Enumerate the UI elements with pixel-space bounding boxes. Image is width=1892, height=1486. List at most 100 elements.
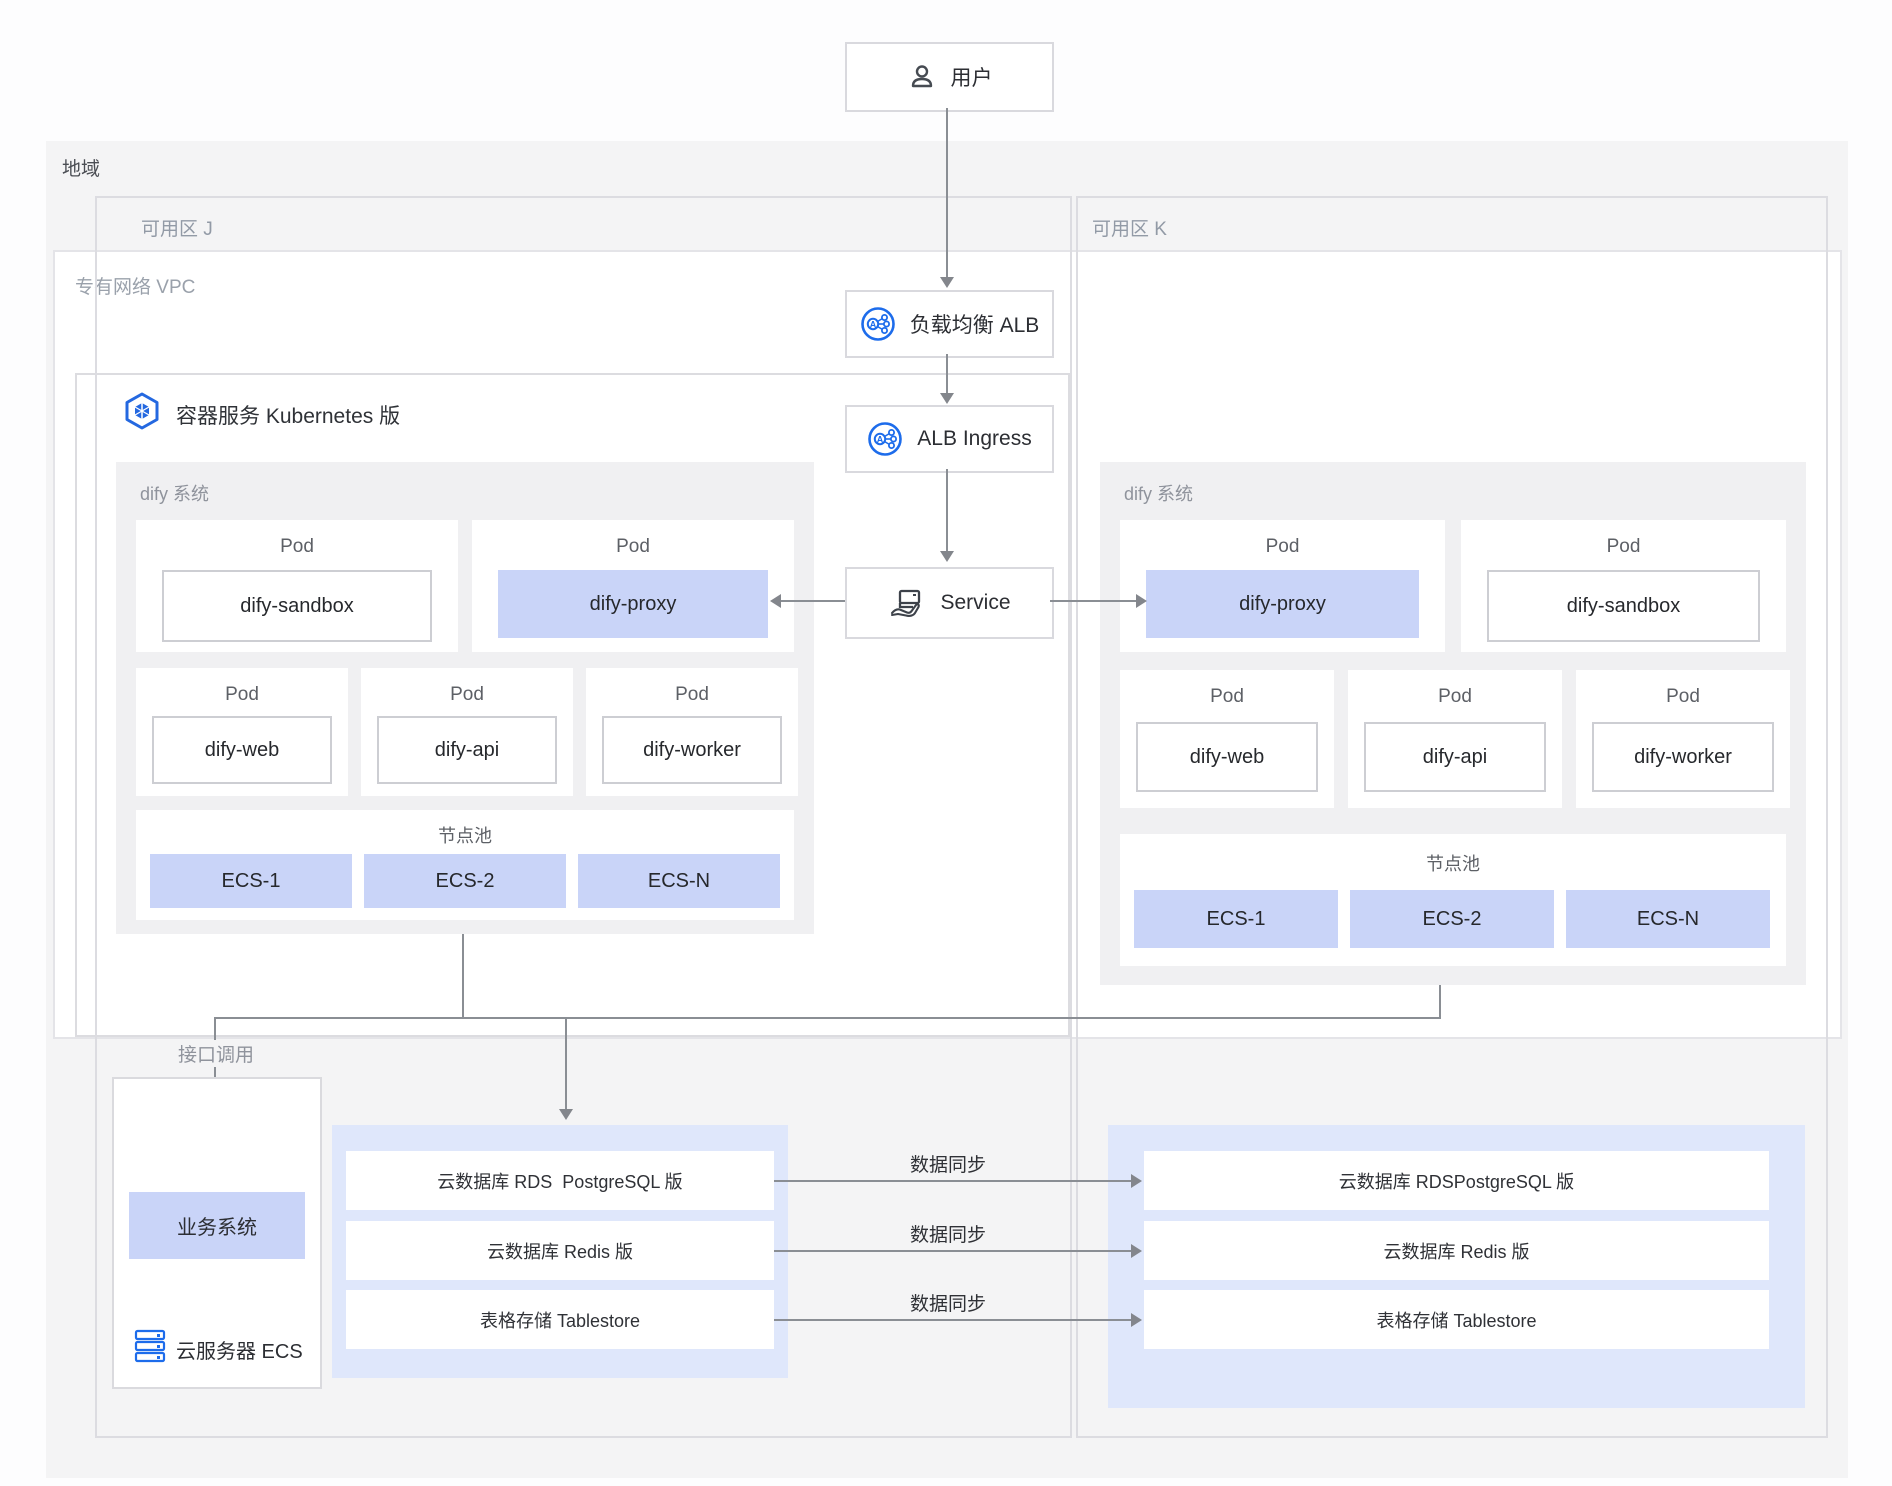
pod-title: Pod <box>1666 686 1700 707</box>
user-label: 用户 <box>950 67 993 90</box>
arrowhead-into-ingress <box>940 393 954 404</box>
ecs-node-1: ECS-1 <box>150 854 352 908</box>
zone-j-label: 可用区 J <box>141 219 213 240</box>
dify-panel-zone-k: dify 系统 Pod dify-proxy Pod dify-sandbox … <box>1100 462 1806 985</box>
nodepool-label: 节点池 <box>438 826 492 846</box>
business-container: 业务系统 云服务器 ECS <box>112 1077 322 1389</box>
pod-card-dify-worker: Pod dify-worker <box>1576 670 1790 808</box>
db-rds-node: 云数据库 RDSPostgreSQL 版 <box>1144 1151 1769 1210</box>
db-tablestore-node: 表格存储 Tablestore <box>346 1290 774 1349</box>
kubernetes-icon <box>123 392 161 430</box>
nodepool-zone-k: 节点池 ECS-1 ECS-2 ECS-N <box>1120 834 1786 966</box>
dify-sandbox-node: dify-sandbox <box>162 570 432 642</box>
zone-j-container: 可用区 J <box>95 196 1072 1438</box>
connector-horizontal-bus <box>215 1017 1441 1019</box>
pod-title: Pod <box>1210 686 1244 707</box>
pod-card-dify-sandbox: Pod dify-sandbox <box>136 520 458 652</box>
connector-service-proxy-right <box>1050 600 1138 602</box>
alb-ingress-label: ALB Ingress <box>917 427 1032 450</box>
data-sync-label: 数据同步 <box>909 1155 986 1176</box>
connector-service-proxy-left <box>778 600 845 602</box>
dify-api-node: dify-api <box>377 716 557 784</box>
arrowhead-into-proxy-j <box>770 594 781 608</box>
pod-card-dify-proxy: Pod dify-proxy <box>1120 520 1445 652</box>
dify-api-node: dify-api <box>1364 722 1546 792</box>
ecs-node-n: ECS-N <box>578 854 780 908</box>
connector-sync-tablestore <box>774 1319 1134 1321</box>
db-tablestore-node: 表格存储 Tablestore <box>1144 1290 1769 1349</box>
svg-text:A: A <box>869 320 876 330</box>
user-box: 用户 <box>845 42 1054 112</box>
pod-title: Pod <box>225 684 259 705</box>
service-icon <box>888 584 926 622</box>
connector-nodepool-k-up <box>1439 985 1441 1019</box>
dify-sandbox-node: dify-sandbox <box>1487 570 1760 642</box>
pod-card-dify-sandbox: Pod dify-sandbox <box>1461 520 1786 652</box>
pod-card-dify-api: Pod dify-api <box>1348 670 1562 808</box>
nodepool-zone-j: 节点池 ECS-1 ECS-2 ECS-N <box>136 810 794 920</box>
dify-proxy-node: dify-proxy <box>1146 570 1419 638</box>
ecs-node-1: ECS-1 <box>1134 890 1338 948</box>
zone-k-label: 可用区 K <box>1092 219 1167 240</box>
db-panel-zone-j: 云数据库 RDS PostgreSQL 版 云数据库 Redis 版 表格存储 … <box>332 1125 788 1378</box>
dify-panel-label: dify 系统 <box>140 484 210 504</box>
alb-ingress-icon: A <box>867 421 903 457</box>
dify-proxy-node: dify-proxy <box>498 570 768 638</box>
connector-sync-rds <box>774 1180 1134 1182</box>
dify-web-node: dify-web <box>152 716 332 784</box>
kubernetes-title: 容器服务 Kubernetes 版 <box>176 405 401 428</box>
dify-worker-node: dify-worker <box>602 716 782 784</box>
alb-box: A 负载均衡 ALB <box>845 290 1054 358</box>
api-call-label: 接口调用 <box>172 1040 261 1067</box>
alb-label: 负载均衡 ALB <box>909 314 1040 337</box>
db-panel-zone-k: 云数据库 RDSPostgreSQL 版 云数据库 Redis 版 表格存储 T… <box>1108 1125 1805 1408</box>
ecs-node-2: ECS-2 <box>1350 890 1554 948</box>
pod-card-dify-api: Pod dify-api <box>361 668 573 796</box>
arrowhead-into-service <box>940 551 954 562</box>
svg-text:A: A <box>877 435 884 445</box>
zone-k-container: 可用区 K <box>1076 196 1828 1438</box>
connector-nodepool-j-down <box>462 934 464 1019</box>
pod-card-dify-web: Pod dify-web <box>136 668 348 796</box>
pod-title: Pod <box>450 684 484 705</box>
data-sync-label: 数据同步 <box>909 1294 986 1315</box>
pod-card-dify-worker: Pod dify-worker <box>586 668 798 796</box>
arrowhead-sync-redis <box>1131 1244 1142 1258</box>
region-label: 地域 <box>62 159 101 180</box>
pod-card-dify-web: Pod dify-web <box>1120 670 1334 808</box>
arrowhead-sync-rds <box>1131 1174 1142 1188</box>
arrowhead-sync-tablestore <box>1131 1313 1142 1327</box>
arrowhead-into-alb <box>940 277 954 288</box>
service-label: Service <box>940 591 1011 614</box>
business-system-node: 业务系统 <box>129 1192 305 1259</box>
pod-title: Pod <box>1438 686 1472 707</box>
alb-icon: A <box>860 306 896 342</box>
ecs-server-label: 云服务器 ECS <box>176 1341 303 1363</box>
db-redis-node: 云数据库 Redis 版 <box>346 1221 774 1280</box>
dify-worker-node: dify-worker <box>1592 722 1774 792</box>
db-rds-node: 云数据库 RDS PostgreSQL 版 <box>346 1151 774 1210</box>
ecs-node-n: ECS-N <box>1566 890 1770 948</box>
pod-title: Pod <box>1606 536 1641 557</box>
person-icon <box>907 62 937 92</box>
pod-title: Pod <box>616 536 650 557</box>
dify-panel-zone-j: dify 系统 Pod dify-sandbox Pod dify-proxy … <box>116 462 814 934</box>
pod-title: Pod <box>280 536 314 557</box>
dify-panel-label: dify 系统 <box>1124 484 1194 504</box>
vpc-label: 专有网络 VPC <box>75 277 196 298</box>
pod-title: Pod <box>675 684 709 705</box>
connector-ingress-service <box>946 469 948 554</box>
db-redis-node: 云数据库 Redis 版 <box>1144 1221 1769 1280</box>
dify-web-node: dify-web <box>1136 722 1318 792</box>
arrowhead-into-db-j <box>559 1109 573 1120</box>
pod-title: Pod <box>1265 536 1300 557</box>
pod-card-dify-proxy: Pod dify-proxy <box>472 520 794 652</box>
arrowhead-into-proxy-k <box>1136 594 1147 608</box>
connector-sync-redis <box>774 1250 1134 1252</box>
connector-alb-ingress <box>946 354 948 396</box>
ecs-node-2: ECS-2 <box>364 854 566 908</box>
ecs-icon <box>134 1329 166 1363</box>
connector-to-db-j <box>565 1017 567 1112</box>
nodepool-label: 节点池 <box>1426 854 1480 874</box>
